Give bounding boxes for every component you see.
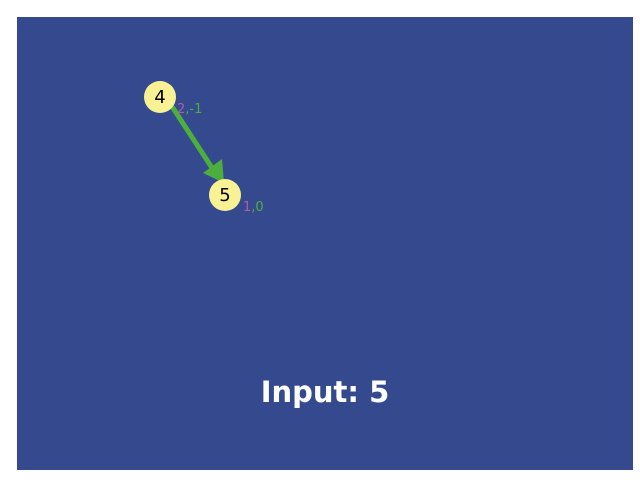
input-label: Input: 5 [260,375,390,409]
node-height: 1 [243,200,251,215]
node-separator: , [251,200,255,215]
node-height: 2 [177,102,185,117]
node-circle [144,81,176,113]
tree-node: 4 2,-1 [144,81,202,117]
tree-canvas: 4 2,-1 5 1,0 Input: 5 [17,17,633,470]
node-key: 4 [154,87,165,108]
tree-diagram: 4 2,-1 5 1,0 [144,81,264,215]
node-height-balance: 1,0 [243,200,264,215]
node-separator: , [185,102,189,117]
node-balance: -1 [189,102,202,117]
tree-edge [170,105,224,183]
node-balance: 0 [255,200,263,215]
node-height-balance: 2,-1 [177,102,202,117]
tree-node: 5 1,0 [209,179,264,215]
node-circle [209,179,241,211]
node-key: 5 [219,185,230,206]
